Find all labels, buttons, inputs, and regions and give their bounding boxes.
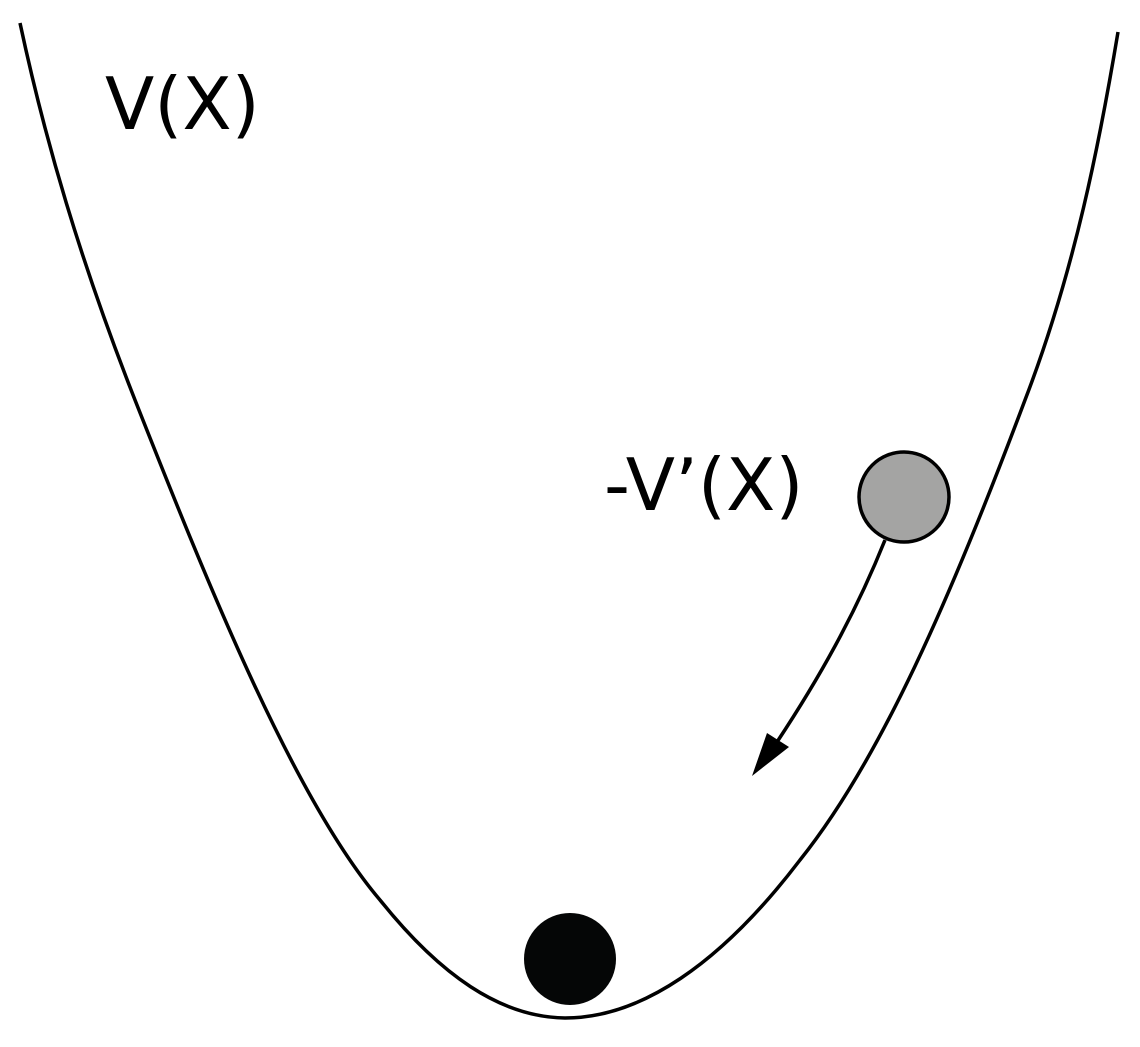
force-label: -V’(X) bbox=[604, 443, 803, 527]
force-arrow-shaft bbox=[775, 539, 887, 743]
potential-label: V(X) bbox=[105, 62, 260, 146]
moving-ball bbox=[857, 450, 951, 544]
resting-ball bbox=[524, 913, 616, 1005]
potential-curve bbox=[18, 22, 1120, 1020]
force-arrow-head bbox=[752, 733, 789, 776]
